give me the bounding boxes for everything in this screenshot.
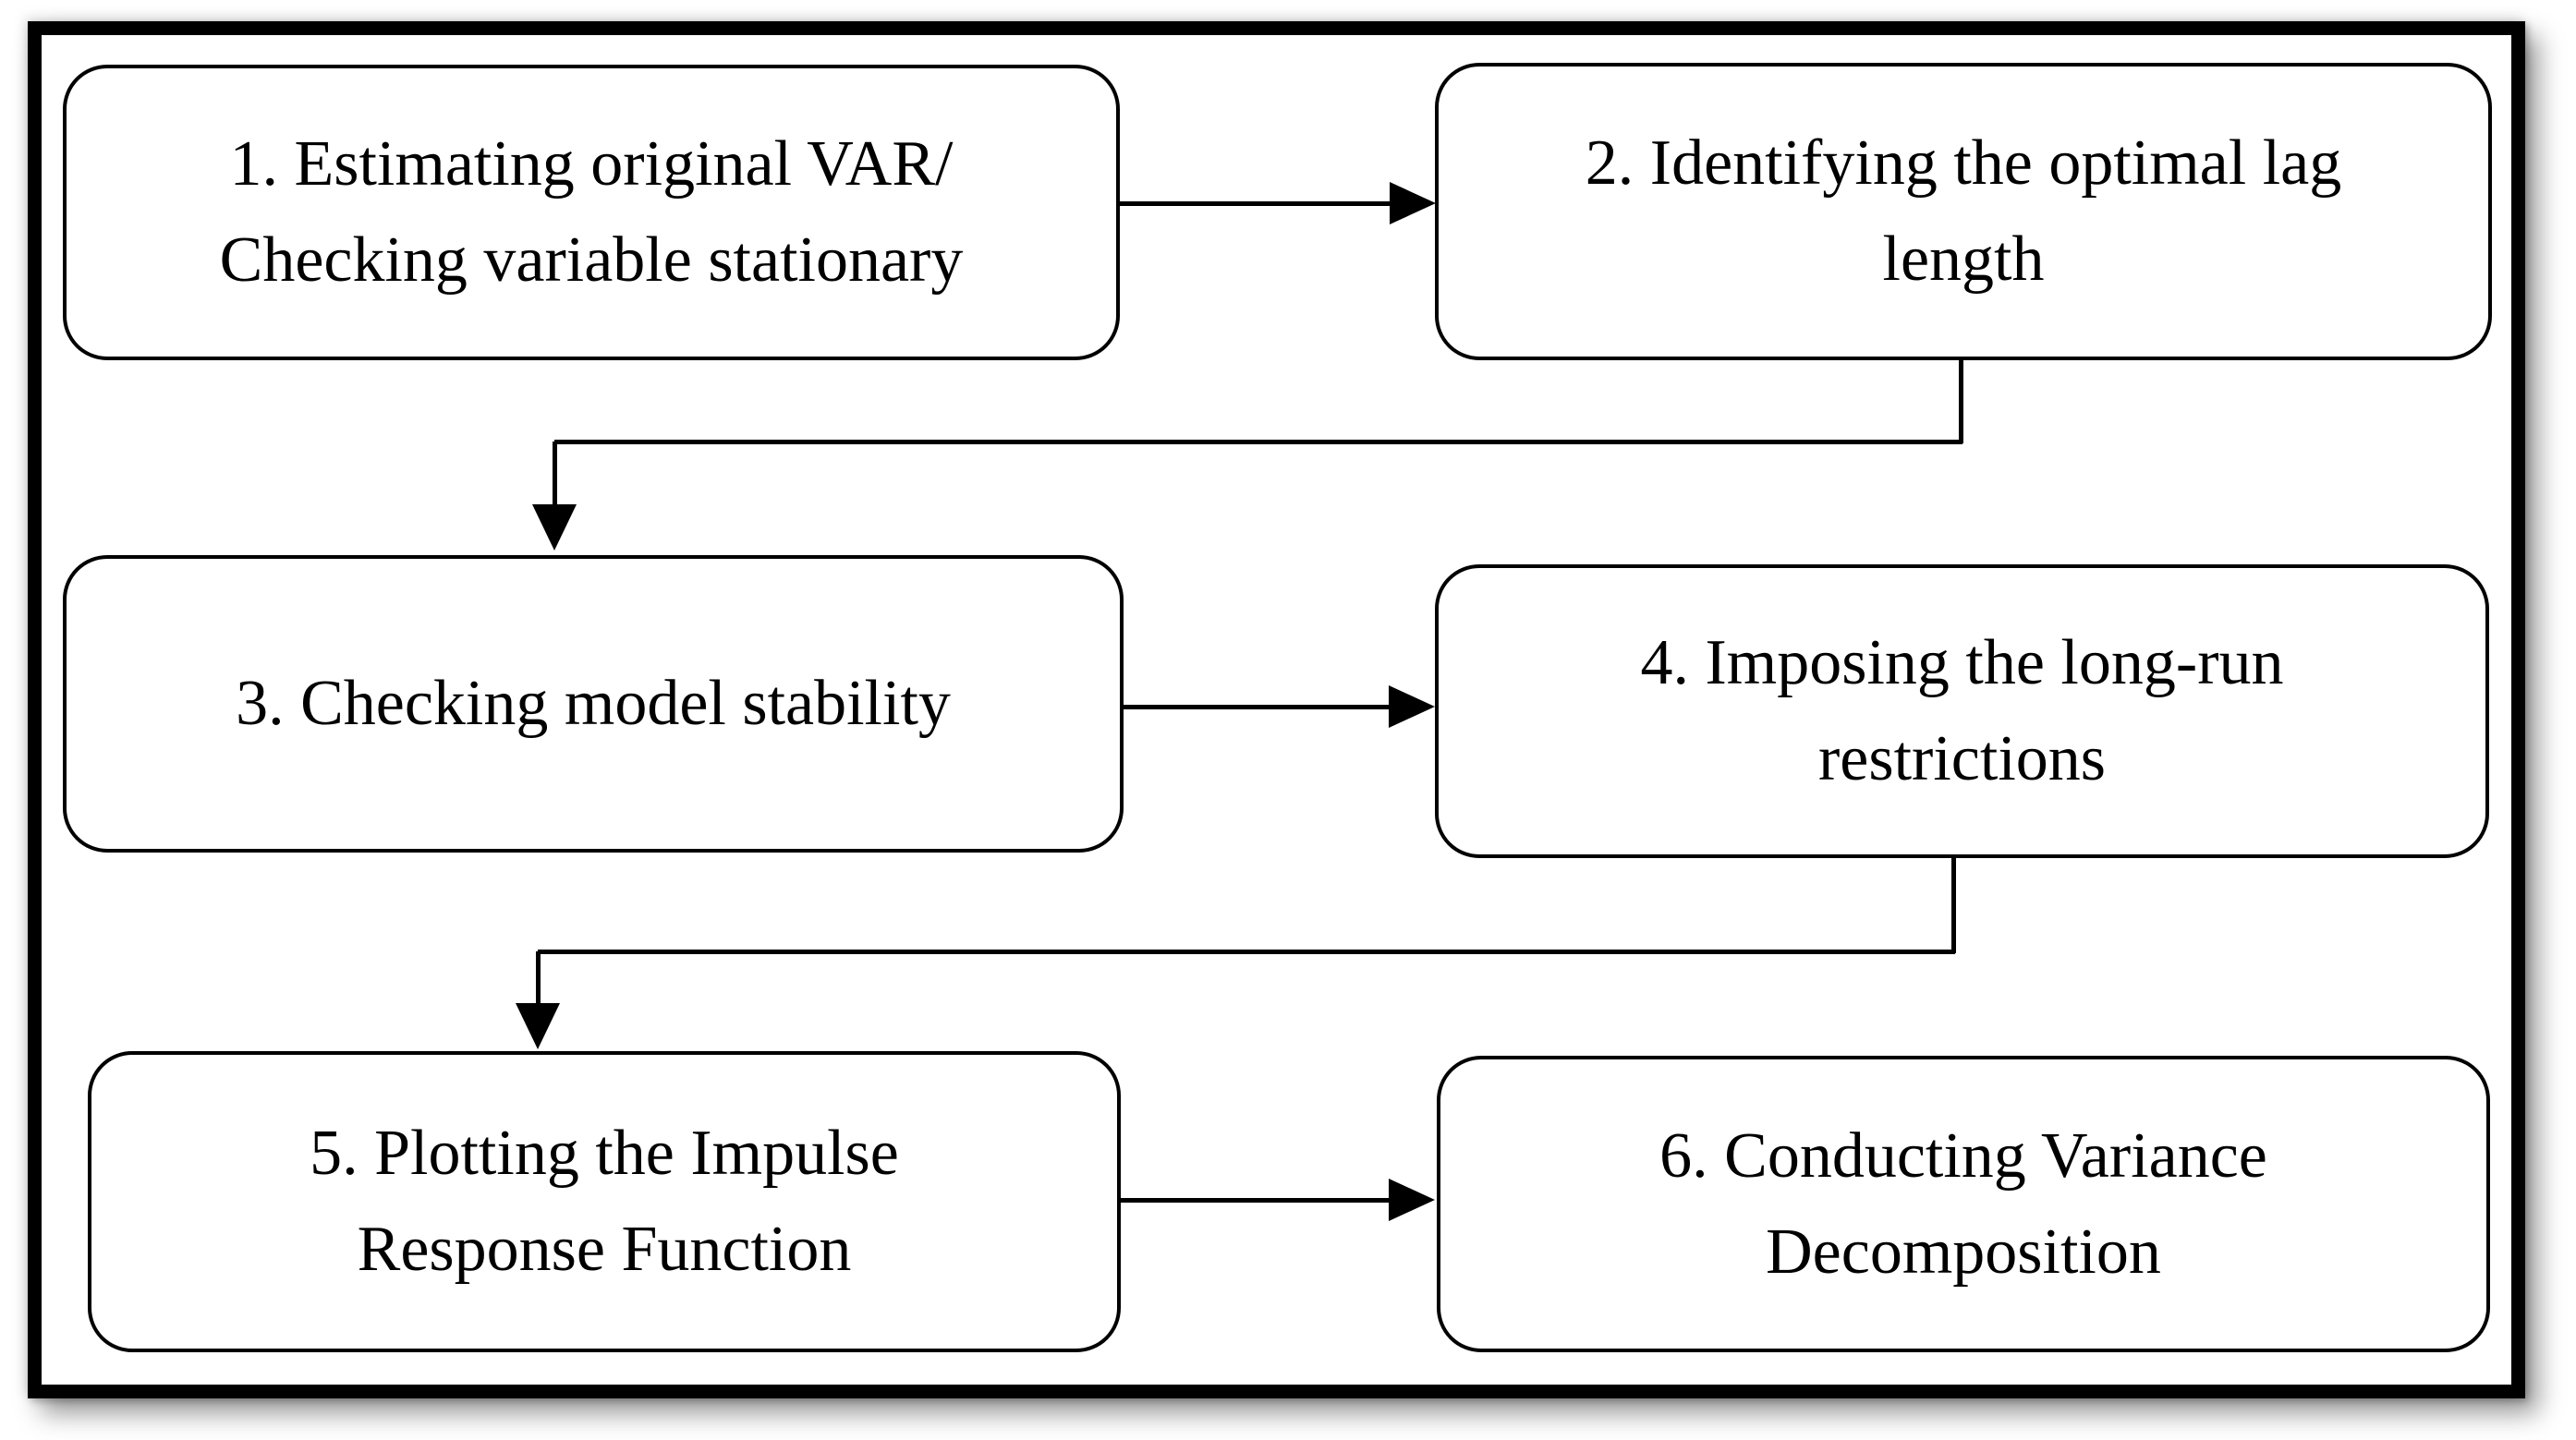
arrow-right-icon [1389,685,1435,728]
flow-step-5-line-1: 5. Plotting the Impulse [310,1118,899,1189]
flow-step-3-line-1: 3. Checking model stability [236,668,951,739]
connector-5-6-shaft [1119,1198,1391,1203]
flow-step-2-line-1: 2. Identifying the optimal lag [1585,127,2342,199]
connector-1-2-shaft [1120,201,1393,206]
flow-step-2: 2. Identifying the optimal lag length [1435,63,2492,360]
flow-step-3: 3. Checking model stability [63,555,1124,853]
flow-step-4: 4. Imposing the long-run restrictions [1435,564,2489,858]
flow-step-4-line-1: 4. Imposing the long-run [1640,627,2284,698]
flow-step-2-line-2: length [1882,224,2045,295]
flow-step-1-line-1: 1. Estimating original VAR/ [229,128,954,200]
flow-step-5: 5. Plotting the Impulse Response Functio… [88,1051,1121,1352]
flow-step-6: 6. Conducting Variance Decomposition [1437,1056,2490,1352]
arrow-down-icon [516,1003,560,1049]
connector-4-5-descent-segment [536,951,541,1005]
connector-4-5-horizontal-segment [538,950,1955,954]
connector-2-3-horizontal-segment [554,440,1962,444]
flow-step-4-line-2: restrictions [1817,723,2107,794]
flow-step-1-line-2: Checking variable stationary [219,224,964,296]
flow-step-6-line-2: Decomposition [1766,1216,2161,1288]
flow-step-1: 1. Estimating original VAR/ Checking var… [63,65,1120,360]
connector-4-5-drop-segment [1951,856,1956,953]
arrow-right-icon [1390,182,1436,224]
arrow-right-icon [1389,1179,1435,1221]
connector-2-3-drop-segment [1959,358,1963,443]
flow-step-5-line-2: Response Function [357,1214,852,1285]
arrow-down-icon [532,504,577,551]
connector-3-4-shaft [1119,705,1391,709]
flow-step-6-line-1: 6. Conducting Variance [1659,1119,2267,1192]
connector-2-3-descent-segment [553,442,557,504]
